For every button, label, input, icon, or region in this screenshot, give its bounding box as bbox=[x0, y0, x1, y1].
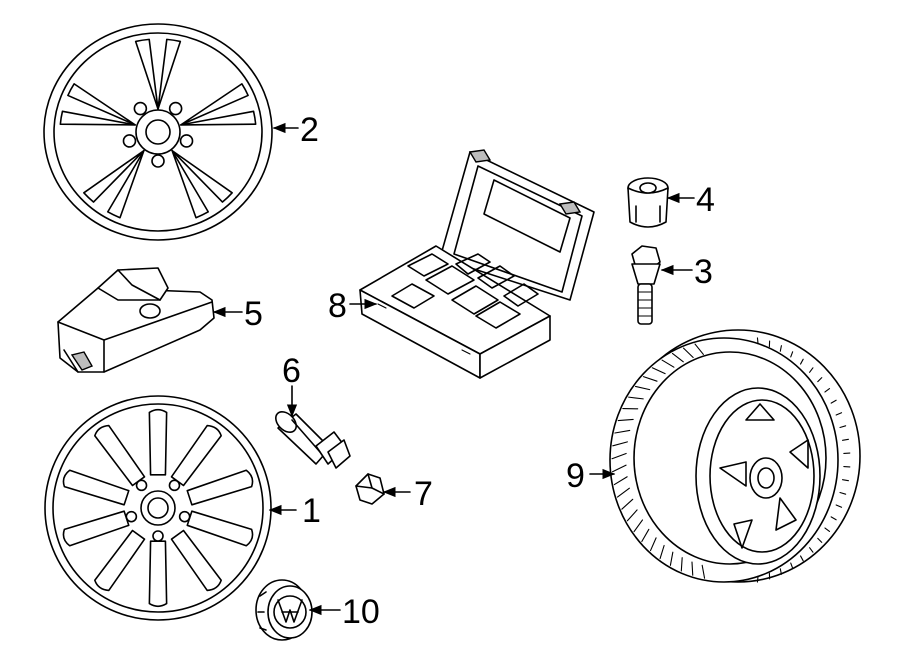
tire-sidewall-mark bbox=[757, 338, 758, 344]
lug-hole bbox=[134, 103, 146, 115]
tire-tread-mark bbox=[692, 562, 693, 575]
valve-nut-drawing[interactable] bbox=[356, 474, 384, 504]
lug-hole bbox=[181, 135, 193, 147]
locking-adapter-drawing[interactable] bbox=[628, 178, 668, 227]
callout-label-8: 8 bbox=[328, 287, 347, 325]
locking-bolt-case-drawing[interactable] bbox=[360, 150, 594, 378]
callout-label-7: 7 bbox=[414, 475, 433, 513]
callout-label-2: 2 bbox=[300, 111, 319, 149]
tire-sidewall-mark bbox=[757, 576, 758, 582]
lug-hole bbox=[169, 480, 179, 490]
callout-label-9: 9 bbox=[566, 457, 585, 495]
lug-hole bbox=[126, 512, 136, 522]
lug-hole bbox=[170, 103, 182, 115]
tpms-sensor-drawing[interactable] bbox=[58, 268, 214, 372]
callout-label-6: 6 bbox=[282, 352, 301, 390]
tire-assembly-drawing[interactable] bbox=[610, 330, 860, 582]
valve-stem-drawing[interactable] bbox=[272, 408, 350, 468]
callout-label-5: 5 bbox=[244, 295, 263, 333]
wheel-spoke bbox=[149, 541, 166, 606]
callout-label-4: 4 bbox=[696, 181, 715, 219]
callout-label-10: 10 bbox=[342, 593, 380, 631]
lug-hole bbox=[123, 135, 135, 147]
lug-hole bbox=[180, 512, 190, 522]
center-cap-drawing[interactable] bbox=[256, 580, 312, 640]
wheel-spoke bbox=[149, 410, 166, 475]
lug-bolt-drawing[interactable] bbox=[632, 246, 660, 324]
lug-hole bbox=[153, 531, 163, 541]
lug-hole bbox=[152, 155, 164, 167]
wheel-10-spoke-drawing[interactable] bbox=[45, 396, 271, 620]
callout-label-1: 1 bbox=[302, 492, 321, 530]
lug-hole bbox=[137, 480, 147, 490]
callout-label-3: 3 bbox=[694, 253, 713, 291]
wheel-v-spoke-drawing[interactable] bbox=[44, 24, 272, 240]
